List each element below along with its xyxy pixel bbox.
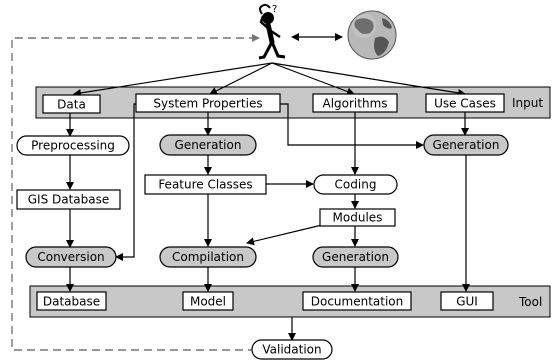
node-coding: Coding: [313, 174, 398, 195]
globe-icon: [347, 10, 397, 60]
node-conversion: Conversion: [25, 246, 117, 268]
node-use-cases-label: Use Cases: [434, 97, 496, 111]
node-model: Model: [182, 291, 234, 311]
node-conversion-label: Conversion: [37, 250, 104, 264]
node-feature-classes: Feature Classes: [144, 174, 267, 195]
node-preprocessing: Preprocessing: [16, 135, 130, 156]
node-gui: GUI: [440, 291, 494, 311]
node-generation-modules-label: Generation: [322, 250, 389, 264]
node-data-label: Data: [57, 98, 86, 112]
node-data: Data: [42, 94, 101, 114]
person-to-inputs: [73, 62, 466, 97]
node-generation-modules: Generation: [312, 246, 399, 268]
node-database-label: Database: [43, 295, 100, 309]
node-compilation-label: Compilation: [172, 250, 244, 264]
node-coding-label: Coding: [335, 178, 377, 192]
node-generation-usecases: Generation: [423, 134, 509, 156]
node-feature-classes-label: Feature Classes: [158, 178, 252, 192]
feedback-loop-line: [11, 37, 282, 351]
node-preprocessing-label: Preprocessing: [31, 139, 115, 153]
node-database: Database: [36, 291, 107, 311]
node-model-label: Model: [190, 295, 226, 309]
node-gui-label: GUI: [456, 295, 478, 309]
node-documentation-label: Documentation: [311, 295, 404, 309]
node-validation-label: Validation: [262, 343, 321, 357]
flow-edges: [66, 103, 470, 341]
node-system-properties: System Properties: [135, 93, 281, 113]
svg-text:?: ?: [272, 4, 277, 15]
node-documentation: Documentation: [302, 291, 412, 311]
node-validation: Validation: [251, 339, 333, 360]
thinking-person-icon: ?: [258, 3, 286, 60]
feedback-arrowhead: [252, 34, 260, 42]
node-modules: Modules: [319, 208, 396, 227]
node-algorithms: Algorithms: [312, 93, 398, 113]
node-gis-database-label: GIS Database: [28, 193, 110, 207]
node-use-cases: Use Cases: [425, 93, 505, 113]
node-compilation: Compilation: [159, 246, 257, 268]
node-generation-properties-label: Generation: [175, 138, 242, 152]
tool-band-label: Tool: [518, 295, 542, 309]
node-gis-database: GIS Database: [16, 189, 121, 210]
node-generation-properties: Generation: [159, 134, 257, 156]
node-system-properties-label: System Properties: [153, 97, 262, 111]
node-modules-label: Modules: [333, 211, 383, 225]
input-band-label: Input: [512, 96, 543, 110]
node-generation-usecases-label: Generation: [433, 138, 500, 152]
node-algorithms-label: Algorithms: [322, 97, 387, 111]
